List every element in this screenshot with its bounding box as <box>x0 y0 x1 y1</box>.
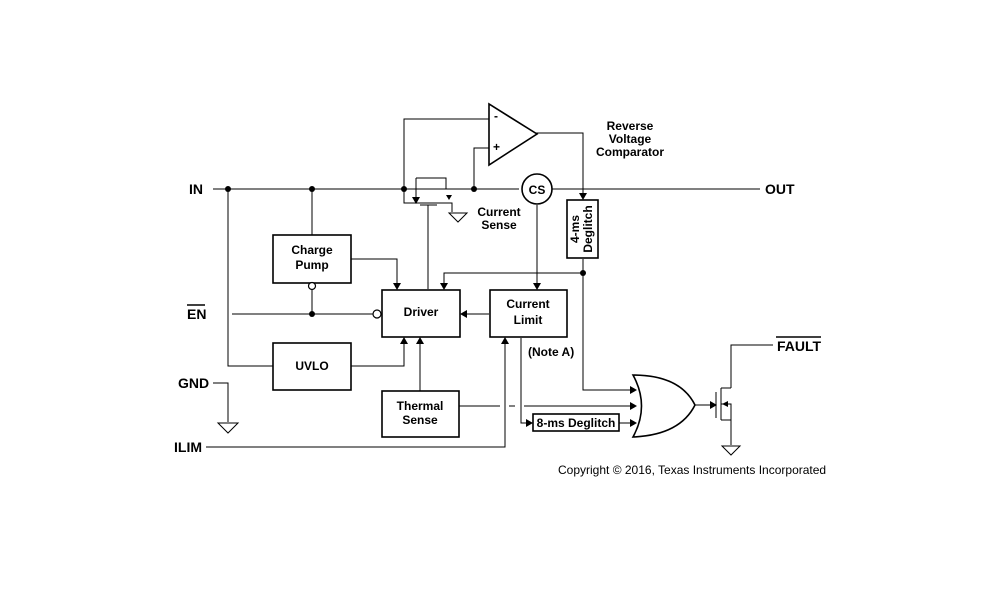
thermal-sense-block: Thermal Sense <box>381 390 460 438</box>
copyright-text: Copyright © 2016, Texas Instruments Inco… <box>558 463 826 477</box>
charge-pump-line1: Charge <box>291 243 333 257</box>
fault-ground-icon <box>720 445 742 456</box>
junction-dots <box>225 186 586 317</box>
charge-pump-block: Charge Pump <box>272 234 352 284</box>
ground-symbol-icon <box>447 212 469 223</box>
comparator-plus-label: + <box>493 140 500 154</box>
deglitch-8ms-label: 8-ms Deglitch <box>537 416 616 430</box>
current-limit-block: Current Limit <box>489 289 568 338</box>
pass-mosfet-icon <box>403 177 453 212</box>
pin-in-label: IN <box>189 181 203 197</box>
deglitch-4ms-block: 4-ms Deglitch <box>566 199 599 259</box>
deglitch-4ms-line2: Deglitch <box>581 205 595 252</box>
charge-pump-line2: Pump <box>295 258 328 272</box>
reverse-label-line1: Reverse <box>607 119 654 133</box>
driver-block: Driver <box>381 289 461 338</box>
deglitch-8ms-block: 8-ms Deglitch <box>532 413 620 432</box>
reverse-label-line2: Voltage <box>609 132 652 146</box>
driver-label: Driver <box>404 305 439 319</box>
pin-ilim-label: ILIM <box>174 439 202 455</box>
pin-out-label: OUT <box>765 181 795 197</box>
comparator-minus-label: - <box>494 109 498 123</box>
inversion-bubble-icon <box>307 281 317 291</box>
reverse-label-line3: Comparator <box>596 145 664 159</box>
current-sense-node: CS <box>521 173 553 205</box>
current-sense-label-line1: Current <box>477 205 520 219</box>
en-inversion-bubble-icon <box>372 309 382 319</box>
comparator-icon: - + <box>488 102 539 167</box>
uvlo-label: UVLO <box>295 359 328 373</box>
pin-fault-label: FAULT <box>777 338 822 354</box>
thermal-line2: Sense <box>402 413 438 427</box>
pin-gnd-label: GND <box>178 375 209 391</box>
deglitch-4ms-line1: 4-ms <box>568 215 582 243</box>
gnd-ground-icon <box>216 422 240 434</box>
current-limit-line1: Current <box>506 297 549 311</box>
or-gate-icon <box>631 374 696 438</box>
current-sense-label-line2: Sense <box>481 218 517 232</box>
current-limit-line2: Limit <box>514 313 543 327</box>
pin-en-label: EN <box>187 306 206 322</box>
note-a-label: (Note A) <box>528 345 574 359</box>
arrowheads <box>393 193 717 427</box>
fault-mosfet-icon <box>715 387 732 421</box>
thermal-line1: Thermal <box>397 399 444 413</box>
cs-label: CS <box>529 183 546 197</box>
uvlo-block: UVLO <box>272 342 352 391</box>
